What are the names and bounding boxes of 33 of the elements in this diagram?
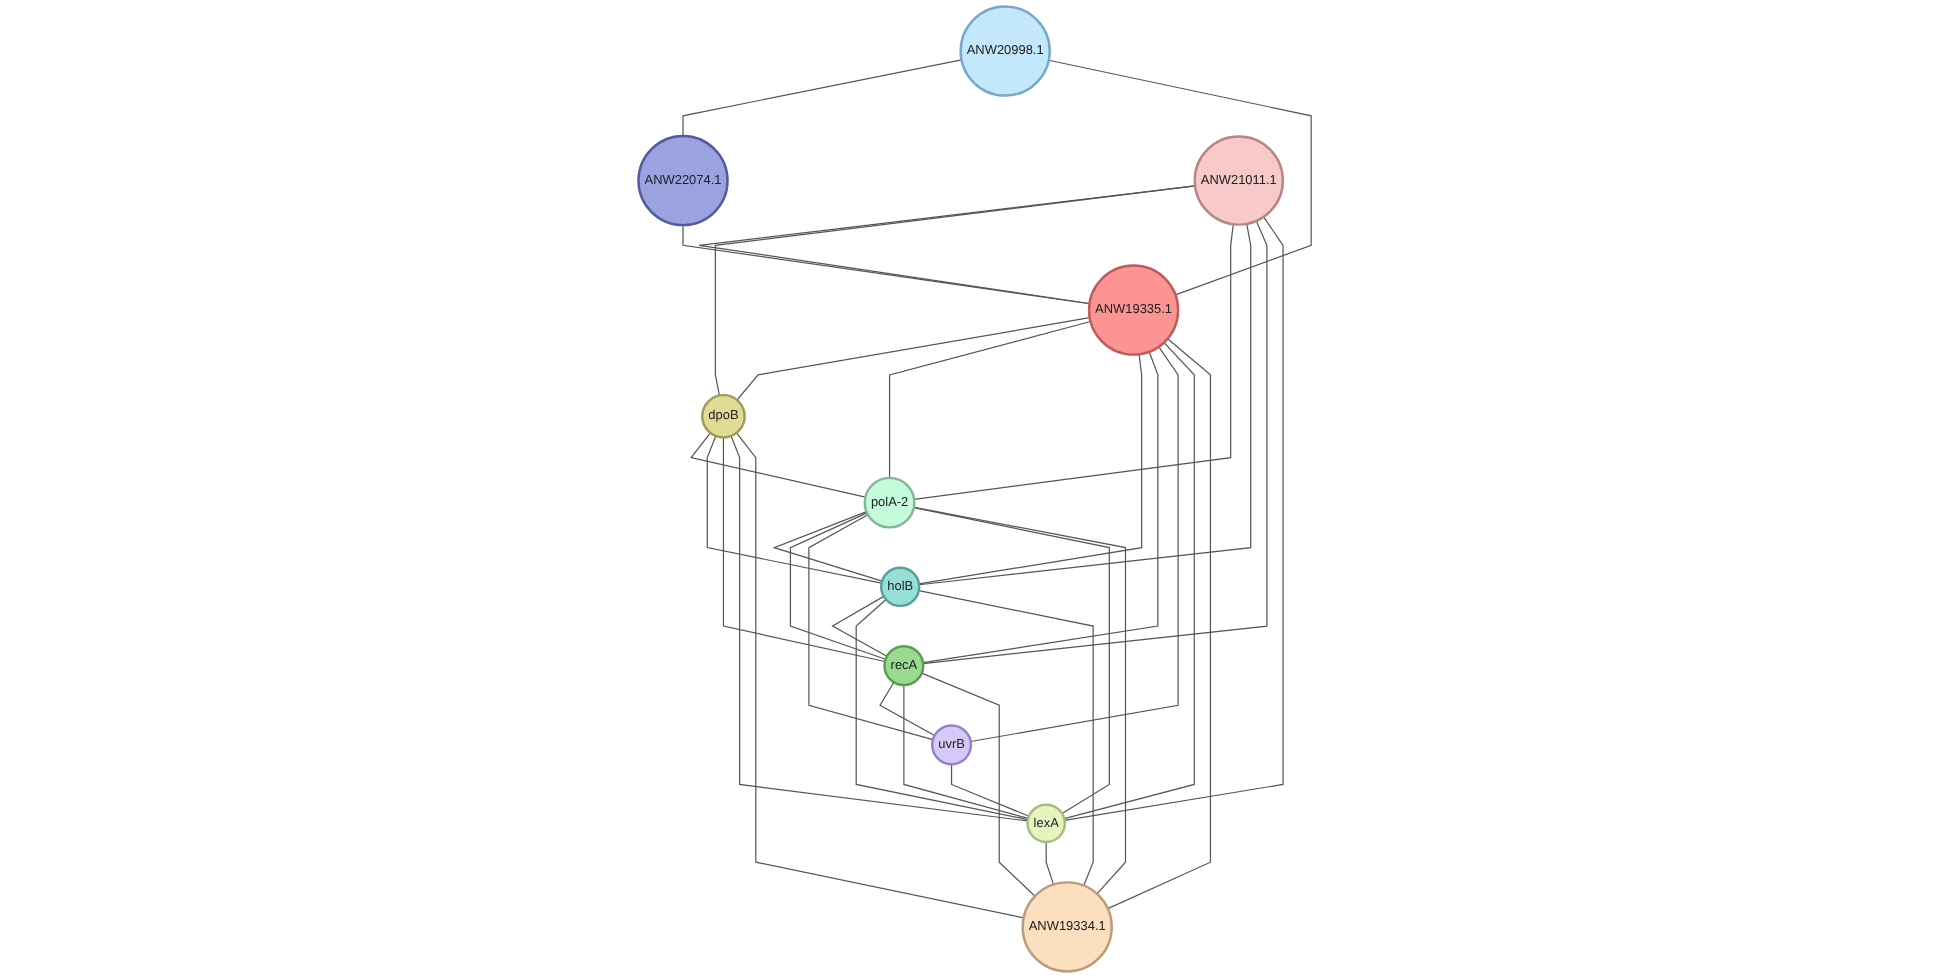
connector [918, 590, 1094, 887]
connector [879, 681, 936, 737]
connector [889, 320, 1092, 479]
connector [698, 185, 1196, 305]
connector [918, 223, 1252, 586]
connector [682, 59, 963, 137]
connector [790, 512, 887, 660]
connector [855, 598, 1029, 821]
connector [714, 185, 1196, 397]
connector [918, 353, 1143, 585]
connector [913, 506, 1127, 895]
connector [1048, 59, 1312, 296]
connector [903, 684, 1029, 819]
connector [736, 432, 1025, 919]
connector [913, 223, 1235, 500]
connector [682, 224, 1091, 305]
connector [1064, 216, 1284, 821]
connector [706, 435, 883, 584]
connector [723, 436, 886, 663]
connector [772, 511, 883, 582]
connector [1107, 338, 1212, 910]
connector [922, 351, 1159, 664]
connector [808, 514, 934, 741]
connector [913, 507, 1111, 815]
connector [1063, 342, 1196, 820]
connector [922, 220, 1268, 665]
connector [921, 672, 1036, 897]
connector [1045, 841, 1055, 886]
connector [736, 317, 1091, 401]
connector [951, 763, 1030, 817]
connector [970, 346, 1179, 743]
connector [730, 435, 1029, 822]
connector [690, 432, 867, 498]
